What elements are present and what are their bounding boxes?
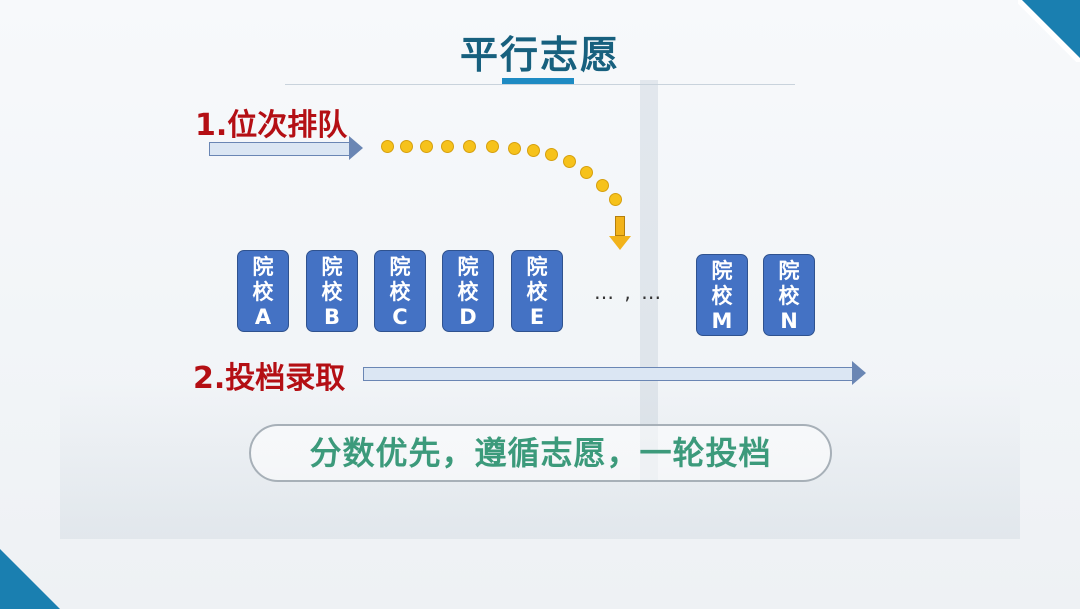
step2-arrow bbox=[363, 361, 866, 385]
ellipsis-text: … , … bbox=[594, 280, 664, 304]
queue-dot bbox=[420, 140, 433, 153]
queue-dot bbox=[400, 140, 413, 153]
down-arrow-icon bbox=[609, 216, 631, 250]
queue-dot bbox=[527, 144, 540, 157]
corner-decoration-bottom-left bbox=[0, 549, 60, 609]
summary-pill: 分数优先，遵循志愿，一轮投档 bbox=[249, 424, 832, 482]
corner-stripe-top-right bbox=[1018, 0, 1080, 62]
slide-title: 平行志愿 bbox=[459, 33, 620, 77]
queue-dot bbox=[486, 140, 499, 153]
queue-dot bbox=[545, 148, 558, 161]
title-underline bbox=[502, 78, 574, 84]
step2-label: 2.投档录取 bbox=[193, 361, 346, 396]
step1-label: 1.位次排队 bbox=[195, 108, 348, 143]
queue-dot bbox=[596, 179, 609, 192]
queue-dot bbox=[441, 140, 454, 153]
queue-dot bbox=[463, 140, 476, 153]
queue-dot bbox=[609, 193, 622, 206]
queue-dot bbox=[580, 166, 593, 179]
queue-dot bbox=[563, 155, 576, 168]
title-divider bbox=[285, 84, 795, 85]
queue-dot bbox=[381, 140, 394, 153]
step1-arrow bbox=[209, 136, 363, 160]
queue-dot bbox=[508, 142, 521, 155]
